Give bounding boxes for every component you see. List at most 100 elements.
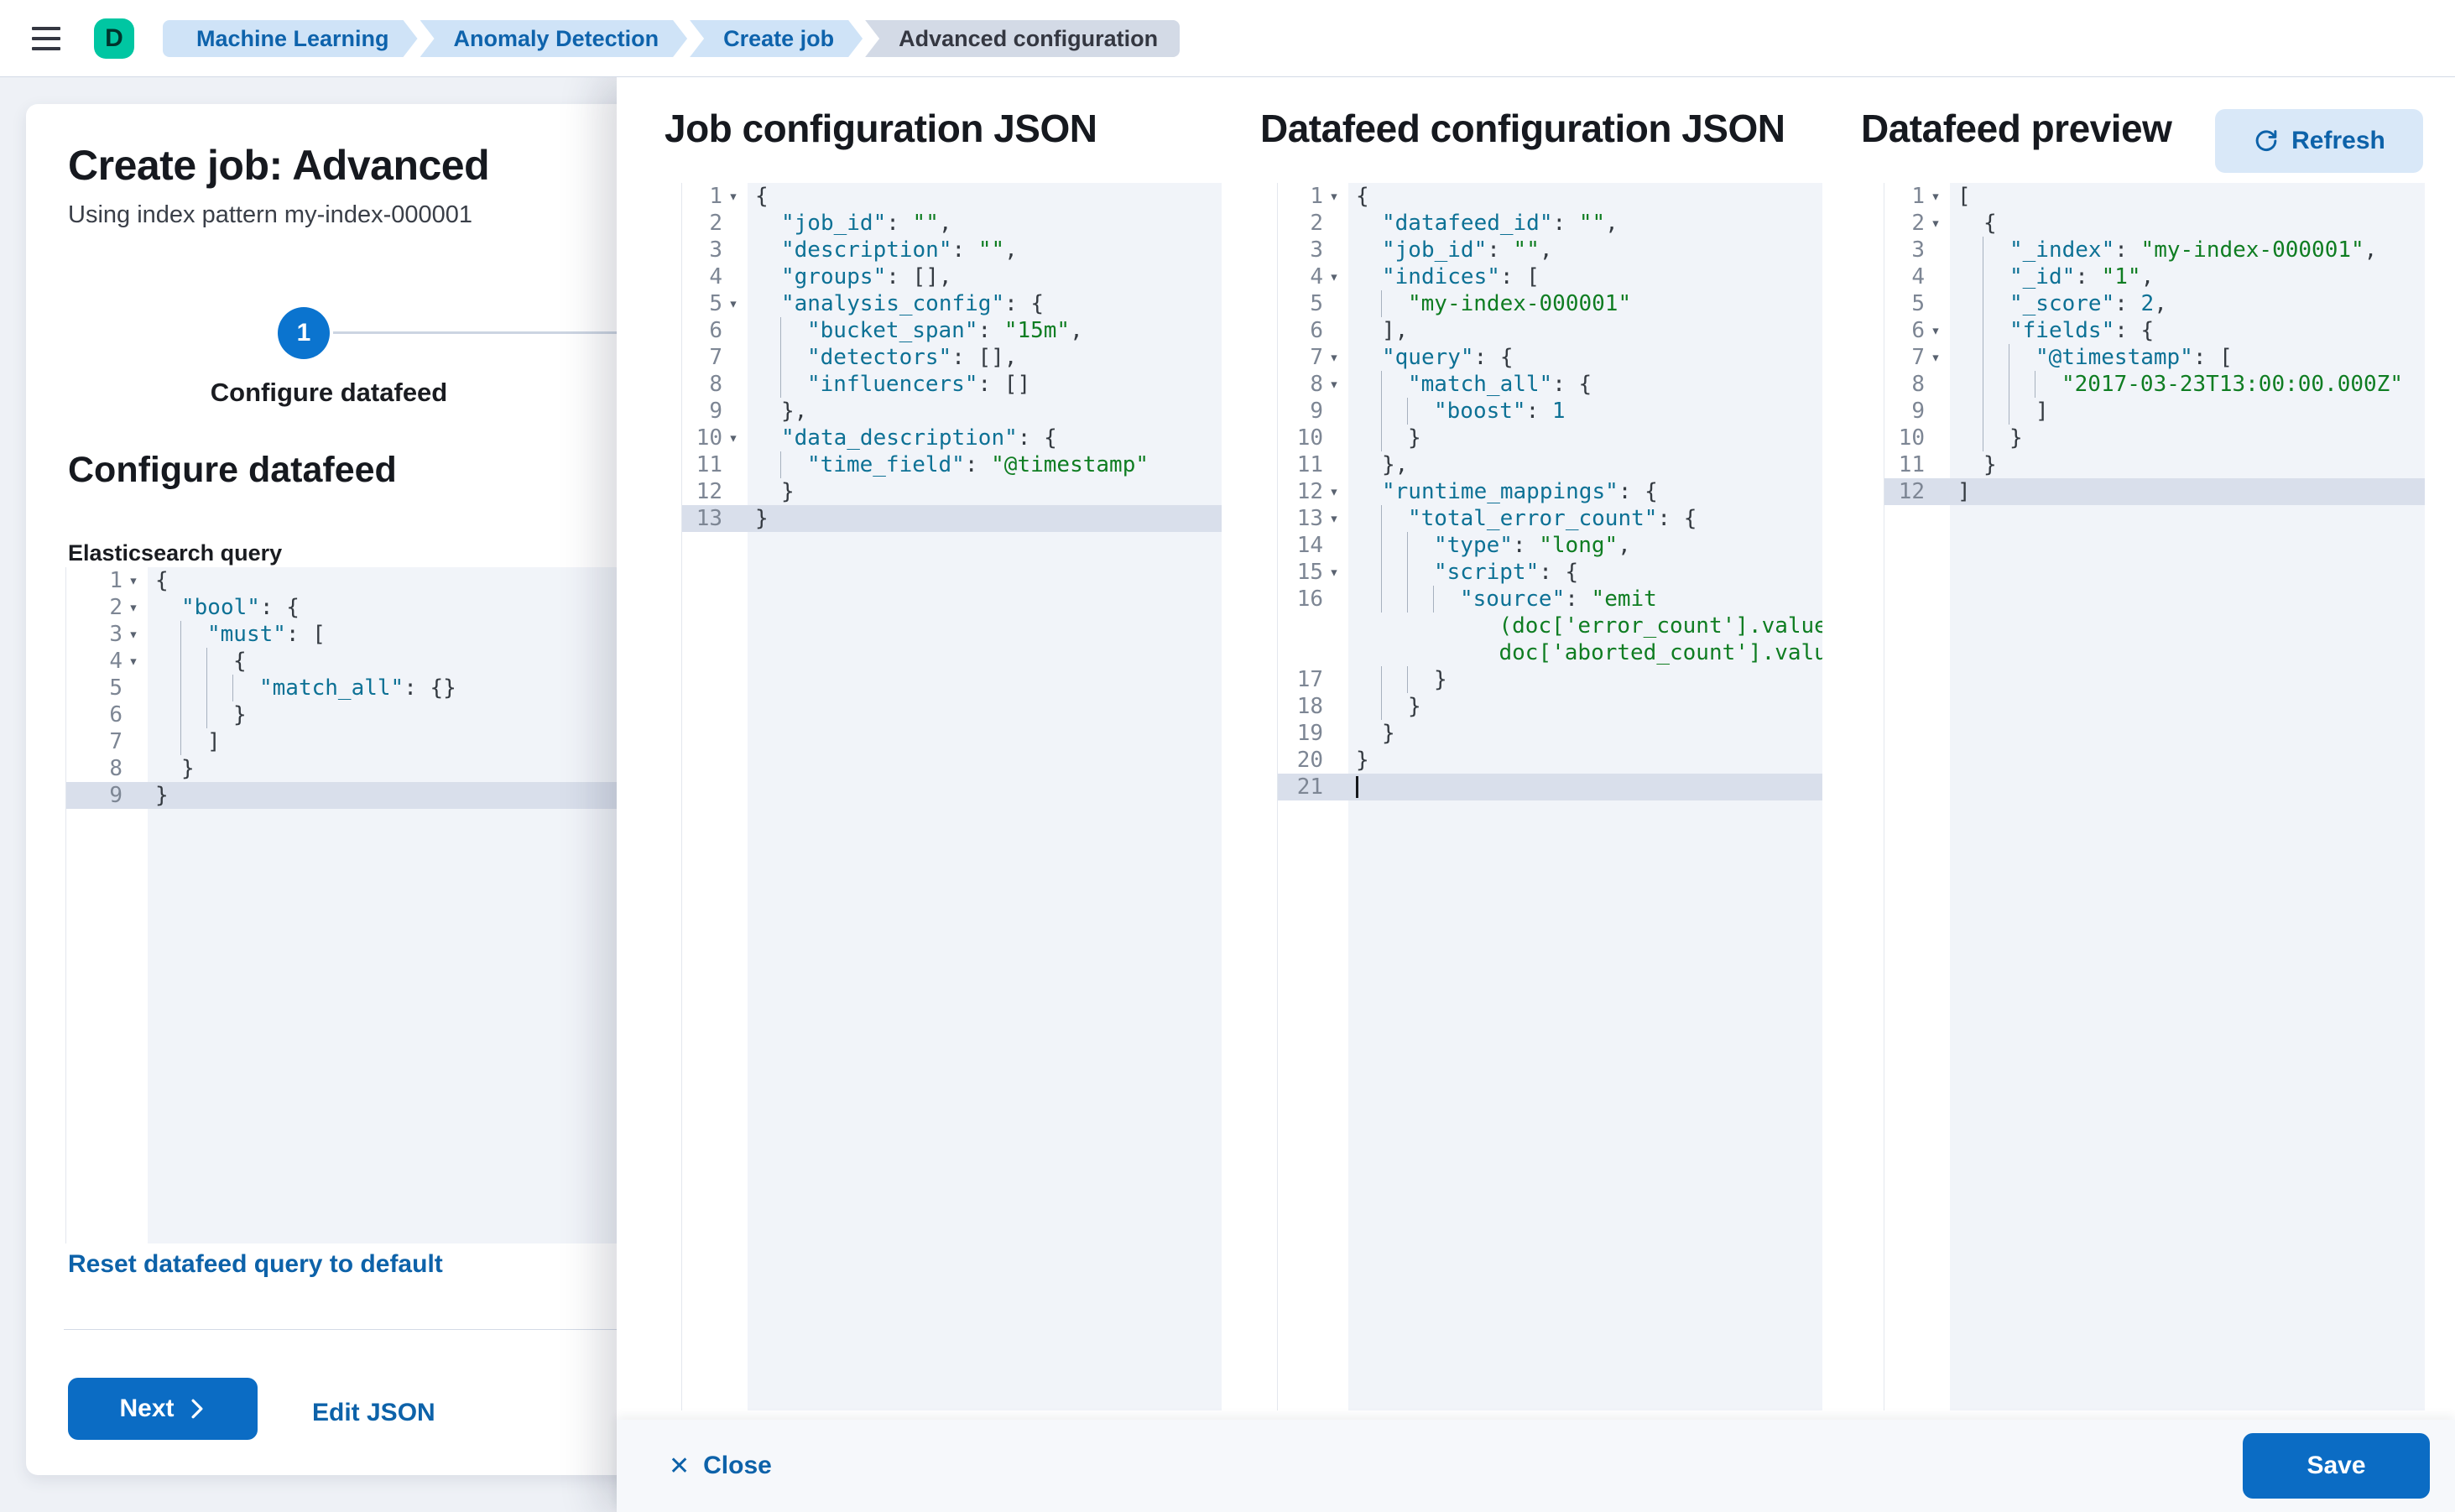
fold-toggle-icon[interactable]: ▾ xyxy=(1323,263,1345,290)
code-line: }, xyxy=(748,398,1222,425)
fold-toggle-icon[interactable]: ▾ xyxy=(1323,505,1345,532)
gutter-cell: 7▾ xyxy=(1278,344,1348,371)
gutter-cell: 4▾ xyxy=(66,648,148,675)
gutter-cell: 14 xyxy=(1278,532,1348,559)
code-line: } xyxy=(148,755,639,782)
page-subtitle: Using index pattern my-index-000001 xyxy=(68,201,472,229)
save-button[interactable]: Save xyxy=(2243,1433,2430,1499)
code-line: ] xyxy=(1950,398,2425,425)
avatar[interactable]: D xyxy=(94,18,134,59)
code-line: "total_error_count": { xyxy=(1348,505,1822,532)
fold-toggle-icon[interactable]: ▾ xyxy=(1925,183,1947,210)
gutter-cell: 5 xyxy=(66,675,148,701)
fold-toggle-icon[interactable]: ▾ xyxy=(122,648,144,675)
gutter-cell: 1▾ xyxy=(1278,183,1348,210)
code-line: "fields": { xyxy=(1950,317,2425,344)
code-line: "job_id": "", xyxy=(1348,237,1822,263)
next-button[interactable]: Next xyxy=(68,1378,258,1440)
gutter-cell: 8▾ xyxy=(1278,371,1348,398)
step-1-indicator[interactable]: 1 xyxy=(278,307,330,359)
code-line: "2017-03-23T13:00:00.000Z" xyxy=(1950,371,2425,398)
code-line: "_index": "my-index-000001", xyxy=(1950,237,2425,263)
gutter-cell: 6 xyxy=(682,317,748,344)
fold-toggle-icon[interactable]: ▾ xyxy=(1323,559,1345,586)
gutter-cell: 7 xyxy=(682,344,748,371)
job-config-editor[interactable]: 1▾{2"job_id": "",3"description": "",4"gr… xyxy=(681,183,1222,1410)
breadcrumb-item[interactable]: Machine Learning xyxy=(163,20,418,57)
gutter-cell: 6▾ xyxy=(1884,317,1950,344)
gutter-cell: 10 xyxy=(1278,425,1348,451)
chevron-right-icon xyxy=(188,1398,206,1420)
code-line: "_score": 2, xyxy=(1950,290,2425,317)
gutter-cell: 2▾ xyxy=(66,594,148,621)
datafeed-config-editor[interactable]: 1▾{2"datafeed_id": "",3"job_id": "",4▾"i… xyxy=(1277,183,1822,1410)
code-line: doc['aborted_count'].value)" xyxy=(1348,639,1822,666)
code-line: "time_field": "@timestamp" xyxy=(748,451,1222,478)
gutter-cell: 2 xyxy=(682,210,748,237)
gutter-cell: 8 xyxy=(1884,371,1950,398)
gutter-cell: 18 xyxy=(1278,693,1348,720)
breadcrumbs: Machine LearningAnomaly DetectionCreate … xyxy=(163,20,1182,57)
gutter-cell: 10▾ xyxy=(682,425,748,451)
reset-datafeed-query-link[interactable]: Reset datafeed query to default xyxy=(68,1250,443,1279)
code-line xyxy=(1348,774,1822,800)
refresh-icon xyxy=(2253,128,2280,154)
code-line: } xyxy=(1348,425,1822,451)
fold-toggle-icon[interactable]: ▾ xyxy=(1323,371,1345,398)
code-line: "@timestamp": [ xyxy=(1950,344,2425,371)
fold-toggle-icon[interactable]: ▾ xyxy=(122,567,144,594)
refresh-button[interactable]: Refresh xyxy=(2215,109,2423,173)
gutter-cell: 6 xyxy=(66,701,148,728)
gutter-cell: 9 xyxy=(682,398,748,425)
gutter-cell: 5 xyxy=(1278,290,1348,317)
job-config-title: Job configuration JSON xyxy=(665,106,1097,151)
gutter-cell: 21 xyxy=(1278,774,1348,800)
fold-toggle-icon[interactable]: ▾ xyxy=(1925,317,1947,344)
fold-toggle-icon[interactable]: ▾ xyxy=(122,594,144,621)
gutter-cell: 7▾ xyxy=(1884,344,1950,371)
code-line: "my-index-000001" xyxy=(1348,290,1822,317)
code-line: } xyxy=(1950,425,2425,451)
breadcrumb-item[interactable]: Anomaly Detection xyxy=(420,20,688,57)
gutter-cell xyxy=(1278,613,1348,639)
gutter-cell: 3▾ xyxy=(66,621,148,648)
edit-json-link[interactable]: Edit JSON xyxy=(312,1399,435,1427)
code-line: } xyxy=(1348,747,1822,774)
code-line: [ xyxy=(1950,183,2425,210)
fold-toggle-icon[interactable]: ▾ xyxy=(1925,210,1947,237)
hamburger-menu-icon[interactable] xyxy=(0,0,60,77)
close-button[interactable]: ✕ Close xyxy=(669,1452,772,1481)
code-line: ], xyxy=(1348,317,1822,344)
code-line: } xyxy=(148,782,639,809)
code-line: "_id": "1", xyxy=(1950,263,2425,290)
code-line: } xyxy=(1348,720,1822,747)
fold-toggle-icon[interactable]: ▾ xyxy=(722,425,744,451)
fold-toggle-icon[interactable]: ▾ xyxy=(1323,183,1345,210)
gutter-cell: 4▾ xyxy=(1278,263,1348,290)
fold-toggle-icon[interactable]: ▾ xyxy=(1323,344,1345,371)
gutter-cell: 9 xyxy=(1278,398,1348,425)
gutter-cell: 11 xyxy=(1884,451,1950,478)
breadcrumb-item[interactable]: Create job xyxy=(690,20,863,57)
elasticsearch-query-editor[interactable]: 1▾{2▾"bool": {3▾"must": [4▾{5"match_all"… xyxy=(65,567,639,1243)
fold-toggle-icon[interactable]: ▾ xyxy=(1925,344,1947,371)
fold-toggle-icon[interactable]: ▾ xyxy=(1323,478,1345,505)
gutter-cell: 10 xyxy=(1884,425,1950,451)
code-line: (doc['error_count'].value + xyxy=(1348,613,1822,639)
gutter-cell: 13 xyxy=(682,505,748,532)
step-1-label: Configure datafeed xyxy=(153,378,505,408)
code-line: } xyxy=(748,478,1222,505)
es-query-label: Elasticsearch query xyxy=(68,540,282,566)
datafeed-preview-editor[interactable]: 1▾[2▾{3"_index": "my-index-000001",4"_id… xyxy=(1884,183,2425,1410)
gutter-cell: 15▾ xyxy=(1278,559,1348,586)
code-line: "must": [ xyxy=(148,621,639,648)
code-line: "detectors": [], xyxy=(748,344,1222,371)
gutter-cell: 3 xyxy=(1884,237,1950,263)
gutter-cell xyxy=(1278,639,1348,666)
fold-toggle-icon[interactable]: ▾ xyxy=(722,290,744,317)
fold-toggle-icon[interactable]: ▾ xyxy=(122,621,144,648)
fold-toggle-icon[interactable]: ▾ xyxy=(722,183,744,210)
code-line: }, xyxy=(1348,451,1822,478)
code-line: "bucket_span": "15m", xyxy=(748,317,1222,344)
card-divider xyxy=(64,1329,639,1330)
